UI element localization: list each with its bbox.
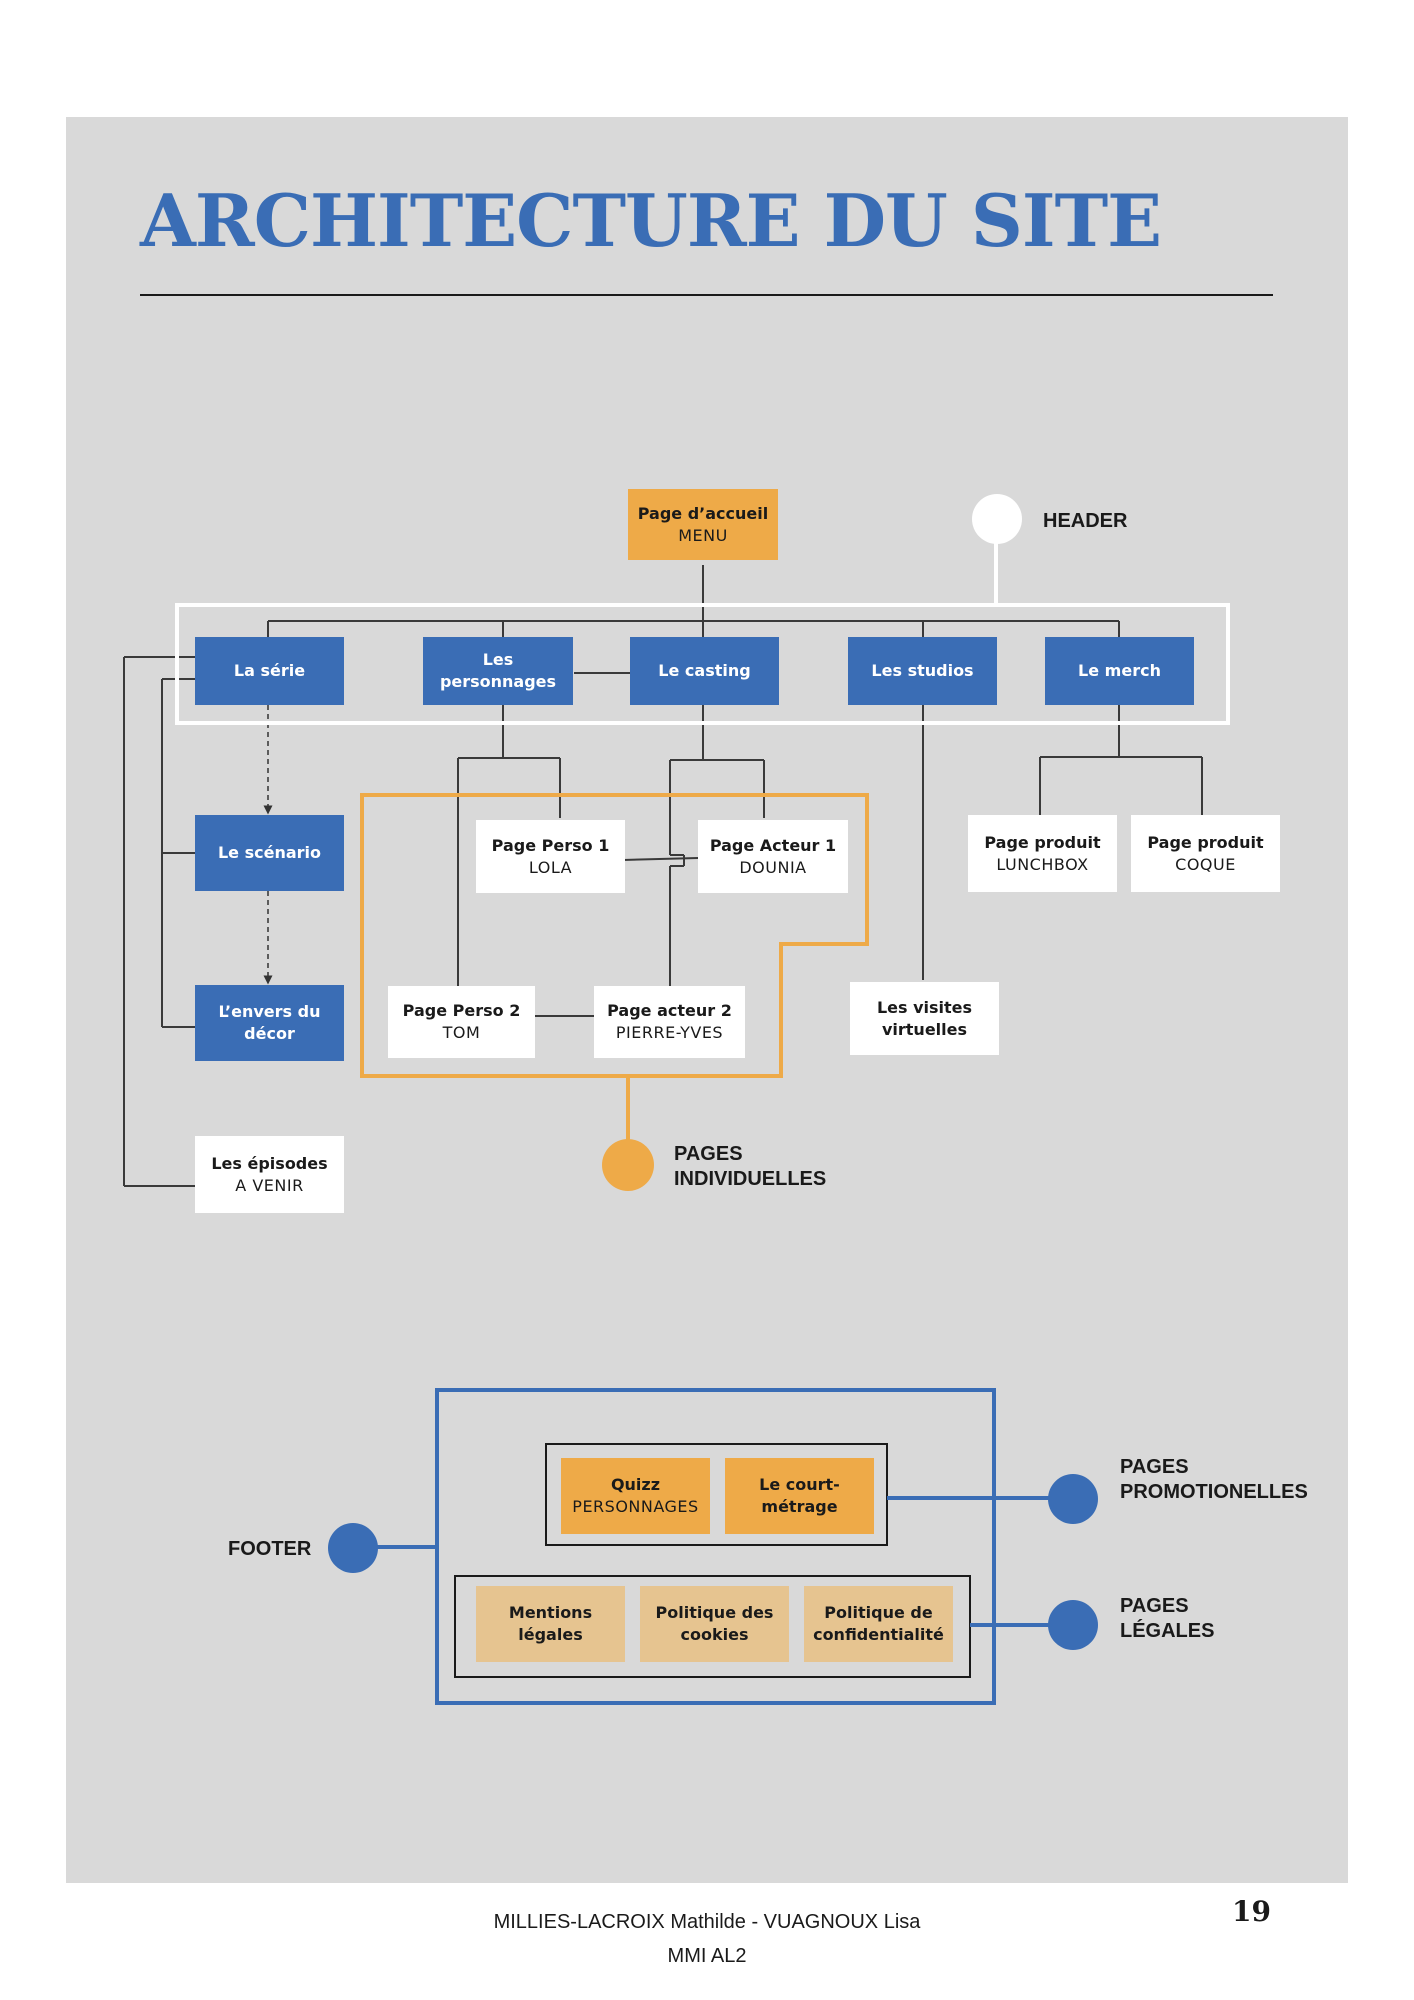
node-quizz-personnages: Quizz PERSONNAGES [561,1458,710,1534]
node-page-perso-2: Page Perso 2 TOM [388,986,535,1058]
label-line: LÉGALES [1120,1620,1215,1642]
node-subtitle: COQUE [1175,854,1236,874]
label-line: PROMOTIONELLES [1120,1481,1308,1503]
node-politique-confidentialite: Politique de confidentialité [804,1586,953,1662]
node-title-line2: légales [518,1625,583,1644]
node-title: Le scénario [217,843,322,863]
header-dot [972,494,1022,544]
node-title: Mentions [508,1603,593,1623]
node-envers-du-decor: L’envers du décor [195,985,344,1061]
node-title: Page produit [984,832,1101,852]
class-text: MMI AL2 [667,1945,747,1967]
node-title: Les [482,650,514,670]
node-subtitle: LUNCHBOX [996,854,1089,874]
label-line: INDIVIDUELLES [674,1168,827,1190]
node-title-line2: personnages [439,672,557,691]
page-footer: MILLIES-LACROIX Mathilde - VUAGNOUX Lisa… [0,1905,1414,1973]
node-les-studios: Les studios [848,637,997,705]
pages-legales-label: PAGES LÉGALES [1120,1594,1214,1644]
node-le-casting: Le casting [630,637,779,705]
node-visites-virtuelles: Les visites virtuelles [850,982,999,1055]
node-title: Page acteur 2 [607,1001,732,1021]
node-title: Politique de [824,1603,933,1623]
node-la-serie: La série [195,637,344,705]
title-divider [140,294,1273,296]
node-title: Les épisodes [211,1153,328,1173]
page-title: ARCHITECTURE DU SITE [140,178,1162,263]
node-title: La série [233,661,306,681]
authors-text: MILLIES-LACROIX Mathilde - VUAGNOUX Lisa [493,1911,921,1933]
node-subtitle: A VENIR [235,1175,304,1195]
node-le-merch: Le merch [1045,637,1194,705]
node-title: Le court- [759,1475,840,1495]
node-title: Politique des [655,1603,774,1623]
label-line: PAGES [1120,1456,1189,1478]
node-court-metrage: Le court- métrage [725,1458,874,1534]
node-subtitle: TOM [442,1023,481,1042]
node-title: Page Perso 2 [402,1001,521,1021]
node-title-line2: décor [244,1024,295,1043]
node-title: Page Acteur 1 [709,835,837,855]
node-title-line2: métrage [761,1497,838,1516]
node-produit-coque: Page produit COQUE [1131,815,1280,892]
node-page-accueil: Page d’accueil MENU [628,489,778,560]
pages-promo-dot [1048,1474,1098,1524]
node-les-personnages: Les personnages [423,637,573,705]
label-line: PAGES [1120,1595,1189,1617]
page-number: 19 [1232,1895,1271,1928]
node-title: Page produit [1147,832,1264,852]
footer-label: FOOTER [228,1538,312,1560]
node-politique-cookies: Politique des cookies [640,1586,789,1662]
node-title-line2: confidentialité [813,1625,944,1644]
node-page-perso-1: Page Perso 1 LOLA [476,820,625,893]
node-page-acteur-1: Page Acteur 1 DOUNIA [698,820,848,893]
pages-legales-dot [1048,1600,1098,1650]
node-title: Le casting [658,661,751,681]
node-title-line2: virtuelles [881,1019,968,1039]
footer-dot [328,1523,378,1573]
pages-promo-label: PAGES PROMOTIONELLES [1120,1455,1308,1505]
node-title: Les studios [871,661,974,681]
node-title: Les visites [876,997,973,1017]
node-title: Page Perso 1 [491,835,610,855]
node-title: Quizz [610,1475,661,1495]
node-subtitle: PERSONNAGES [572,1497,699,1516]
node-produit-lunchbox: Page produit LUNCHBOX [968,815,1117,892]
node-le-scenario: Le scénario [195,815,344,891]
node-title: Page d’accueil [637,503,769,523]
node-subtitle: LOLA [528,857,573,877]
pages-individuelles-label: PAGES INDIVIDUELLES [674,1142,826,1192]
node-title: Le merch [1078,661,1161,681]
header-label: HEADER [1043,510,1128,532]
node-page-acteur-2: Page acteur 2 PIERRE-YVES [594,986,745,1058]
node-title-line2: cookies [680,1625,749,1644]
pages-individuelles-dot [602,1139,654,1191]
node-episodes-a-venir: Les épisodes A VENIR [195,1136,344,1213]
node-subtitle: MENU [678,525,728,545]
node-mentions-legales: Mentions légales [476,1586,625,1662]
node-title: L’envers du [218,1002,321,1022]
label-line: PAGES [674,1143,743,1165]
node-subtitle: PIERRE-YVES [615,1023,724,1042]
node-subtitle: DOUNIA [739,857,807,877]
